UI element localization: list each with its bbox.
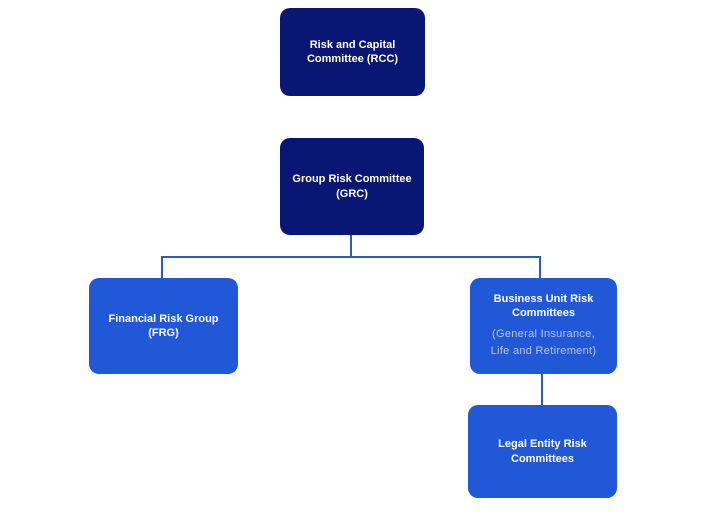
connector-grc-stem [350,235,352,258]
node-risk-and-capital-committee: Risk and Capital Committee (RCC) [280,8,425,96]
node-title-line: Group Risk Committee [292,173,412,186]
node-title-line: (GRC) [336,187,368,200]
node-group-risk-committee: Group Risk Committee (GRC) [280,138,424,235]
node-title-line: (FRG) [148,327,179,339]
node-title-line: Business Unit Risk [493,292,594,305]
node-subtitle-line: Life and Retirement) [490,345,597,358]
node-subtitle-line: (General Insurance, [492,328,595,341]
node-legal-entity-risk-committees: Legal Entity Risk Committees [468,405,617,498]
node-title-line: Committee (RCC) [306,53,399,65]
node-financial-risk-group: Financial Risk Group (FRG) [89,278,238,374]
node-business-unit-risk-committees: Business Unit Risk Committees (General I… [470,278,617,374]
connector-drop-to-burc [539,256,541,279]
node-title-line: Committees [512,306,575,319]
node-title-line: Risk and Capital [309,38,396,51]
connector-drop-to-frg [161,256,163,279]
node-title-line: Financial Risk Group [108,312,219,325]
connector-branch-horizontal [161,256,541,258]
node-subtitle: (General Insurance, Life and Retirement) [491,326,597,360]
connector-burc-to-legal [541,374,543,405]
node-title-line: Committees [511,452,574,465]
node-title-line: Legal Entity Risk [498,438,587,451]
